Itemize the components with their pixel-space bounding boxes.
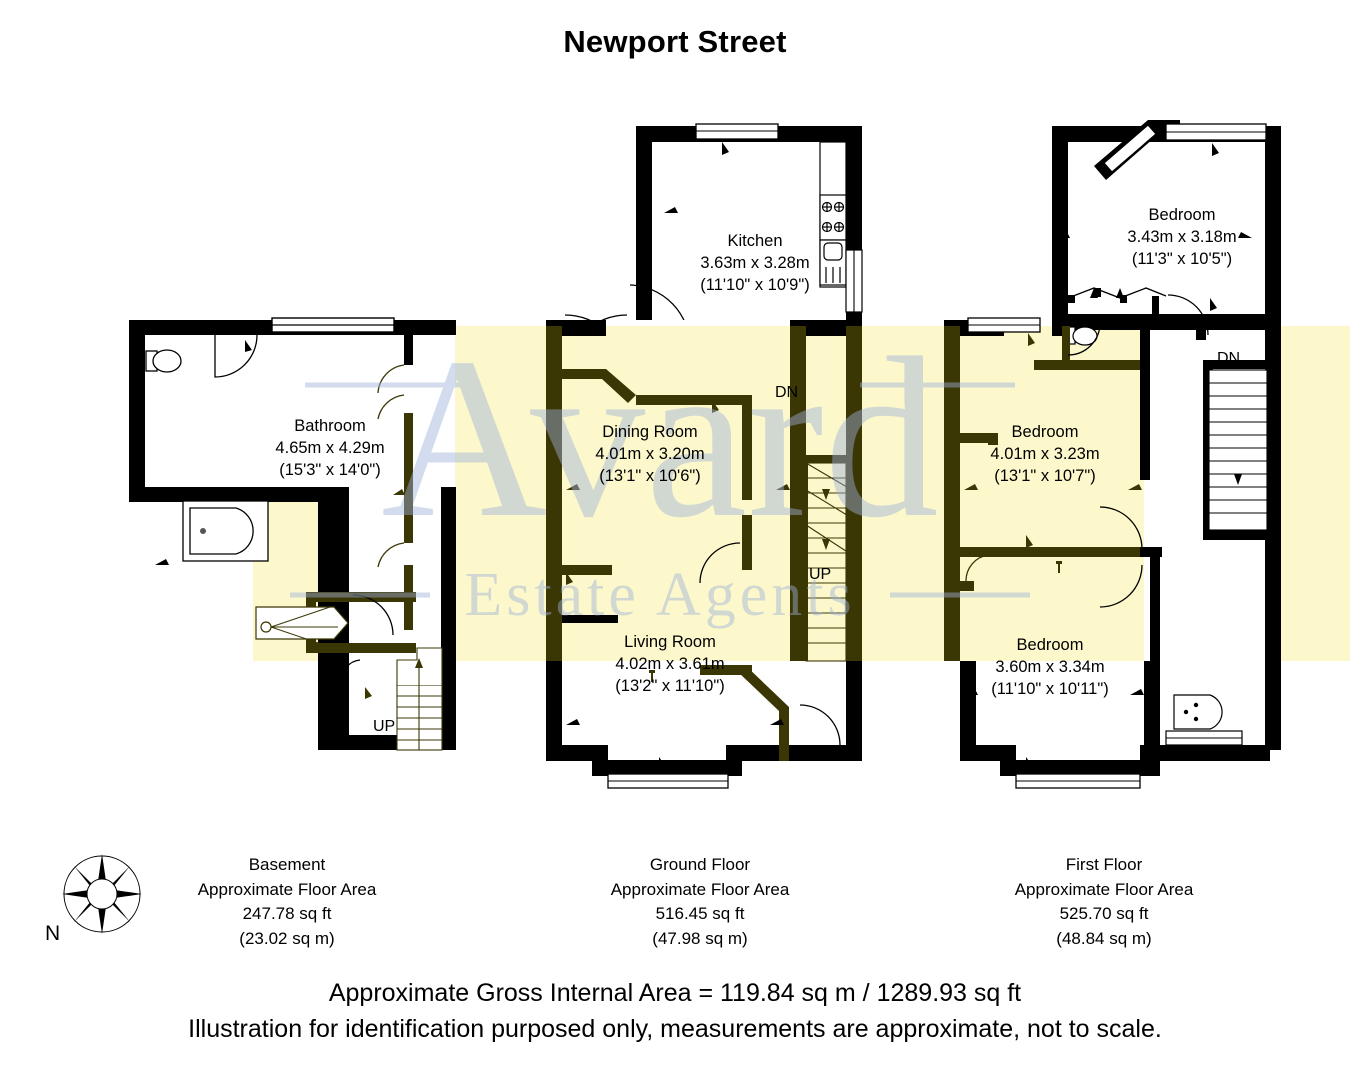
staircase <box>1208 369 1268 531</box>
room-name: Living Room <box>624 633 716 651</box>
stair-arrow-icon <box>822 489 830 500</box>
stair-marker-dn-first: DN <box>1217 350 1241 367</box>
direction-arrow-icon <box>155 340 252 565</box>
room-label-living-room: Living Room 4.02m x 3.61m (13'2" x 11'10… <box>615 631 724 697</box>
room-dimension-imperial: (13'1" x 10'6") <box>599 467 701 485</box>
door-swing <box>214 334 258 378</box>
door-swing <box>1167 294 1209 336</box>
room-dimension-metric: 4.02m x 3.61m <box>615 655 725 673</box>
basement-plan <box>129 317 456 751</box>
wc-fixture <box>145 349 182 373</box>
room-dimension-metric: 4.65m x 4.29m <box>275 439 385 457</box>
room-name: Bedroom <box>1148 206 1216 224</box>
room-dimension-metric: 4.01m x 3.20m <box>595 445 705 463</box>
floor-area-caption: Approximate Floor Area <box>197 879 377 899</box>
room-label-kitchen: Kitchen 3.63m x 3.28m (11'10" x 10'9") <box>700 230 809 296</box>
room-name: Bathroom <box>294 417 366 435</box>
door-swing <box>699 542 741 584</box>
direction-arrow-icon <box>964 689 1144 695</box>
stair-arrow-icon <box>415 658 423 668</box>
floor-name: Basement <box>248 855 326 874</box>
gross-internal-area-text: Approximate Gross Internal Area = 119.84… <box>328 979 1022 1007</box>
room-name: Bedroom <box>1011 423 1079 441</box>
floor-area-sqm: (48.84 sq m) <box>1056 928 1152 948</box>
floor-area-sqft: 247.78 sq ft <box>242 904 332 923</box>
compass-north-label: N <box>45 922 61 945</box>
kitchen-units <box>819 141 847 288</box>
footer-disclaimer: Approximate Gross Internal Area = 119.84… <box>0 975 1350 1047</box>
floorplan-drawing <box>0 95 1350 825</box>
stair-arrow-icon <box>1234 474 1242 485</box>
floor-area-sqm: (23.02 sq m) <box>239 928 335 948</box>
door-swing <box>377 364 405 568</box>
floor-area-sqft: 516.45 sq ft <box>655 904 745 923</box>
bath-fixture <box>182 500 269 562</box>
door-swing <box>965 554 989 582</box>
floor-area-sqft: 525.70 sq ft <box>1059 904 1149 923</box>
page-title: Newport Street <box>563 24 787 59</box>
disclaimer-text: Illustration for identification purposed… <box>188 1015 1162 1043</box>
room-label-dining-room: Dining Room 4.01m x 3.20m (13'1" x 10'6"… <box>595 421 704 487</box>
first-floor-plan <box>944 120 1281 789</box>
room-dimension-imperial: (11'10" x 10'9") <box>700 276 810 294</box>
wc-fixture <box>1065 326 1098 346</box>
door-swing <box>341 594 394 683</box>
room-dimension-metric: 3.60m x 3.34m <box>995 658 1105 676</box>
room-dimension-imperial: (11'10" x 10'11") <box>991 680 1109 698</box>
direction-arrow-icon <box>365 489 405 699</box>
room-dimension-metric: 3.63m x 3.28m <box>700 254 810 272</box>
floor-area-caption: Approximate Floor Area <box>1014 879 1194 899</box>
floor-summary-first: First Floor Approximate Floor Area 525.7… <box>1015 853 1194 951</box>
door-swing <box>1067 322 1101 356</box>
ground-floor-plan <box>546 123 863 789</box>
room-dimension-imperial: (13'2" x 11'10") <box>615 677 725 695</box>
compass-icon <box>62 854 142 934</box>
room-label-bedroom-3: Bedroom 3.60m x 3.34m (11'10" x 10'11") <box>991 634 1108 700</box>
shower-fixture <box>255 606 349 648</box>
room-label-bathroom: Bathroom 4.65m x 4.29m (15'3" x 14'0") <box>275 415 384 481</box>
door-swing <box>1099 506 1143 608</box>
direction-arrow-icon <box>659 142 729 770</box>
stair-arrow-icon <box>822 539 830 550</box>
stair-marker-up-ground: UP <box>809 566 832 583</box>
room-dimension-imperial: (11'3" x 10'5") <box>1131 250 1233 268</box>
floor-name: First Floor <box>1065 855 1143 874</box>
room-dimension-metric: 4.01m x 3.23m <box>990 445 1100 463</box>
floor-area-caption: Approximate Floor Area <box>610 879 790 899</box>
floor-area-sqm: (47.98 sq m) <box>652 928 748 948</box>
room-name: Dining Room <box>602 423 698 441</box>
stair-marker-dn-ground: DN <box>775 384 799 401</box>
direction-arrow-icon <box>566 719 784 725</box>
compass-rose: N <box>45 852 165 957</box>
direction-arrow-icon <box>566 400 790 682</box>
basin-fixture <box>1173 694 1223 730</box>
room-dimension-imperial: (15'3" x 14'0") <box>279 461 381 479</box>
direction-arrow-icon <box>964 333 1142 573</box>
room-label-bedroom-1: Bedroom 3.43m x 3.18m (11'3" x 10'5") <box>1127 204 1236 270</box>
direction-arrow-icon <box>1026 143 1252 770</box>
stair-marker-up-basement: UP <box>373 718 396 735</box>
floor-summary-ground: Ground Floor Approximate Floor Area 516.… <box>611 853 790 951</box>
room-name: Bedroom <box>1016 636 1084 654</box>
floor-summary-basement: Basement Approximate Floor Area 247.78 s… <box>198 853 377 951</box>
room-dimension-imperial: (13'1" x 10'7") <box>994 467 1096 485</box>
room-label-bedroom-2: Bedroom 4.01m x 3.23m (13'1" x 10'7") <box>990 421 1099 487</box>
wardrobe <box>1067 287 1167 314</box>
room-name: Kitchen <box>727 232 783 250</box>
room-dimension-metric: 3.43m x 3.18m <box>1127 228 1237 246</box>
floor-name: Ground Floor <box>649 855 751 874</box>
door-swing <box>799 704 841 746</box>
